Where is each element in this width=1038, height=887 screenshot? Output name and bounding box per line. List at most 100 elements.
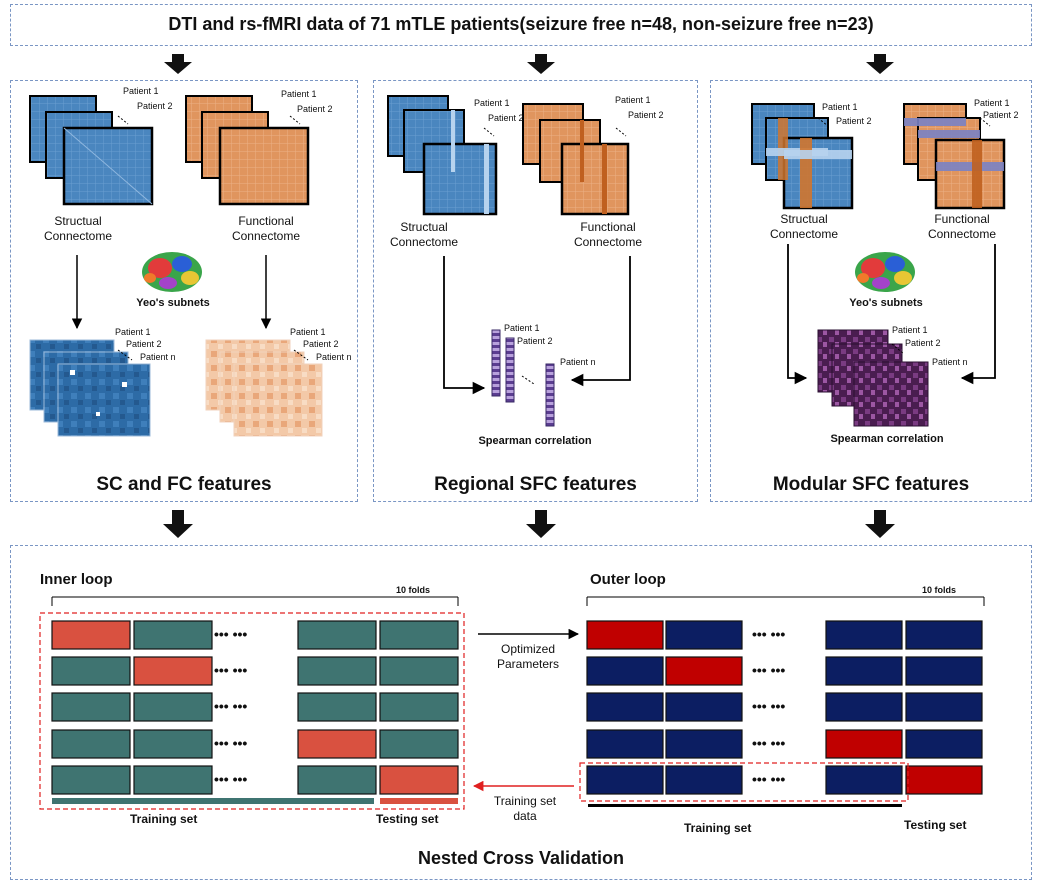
- p1-fc2-patient2-label: Patient 2: [303, 339, 339, 349]
- outer-train-fold: [905, 656, 983, 686]
- p1-patient1-label: Patient 1: [123, 86, 159, 96]
- inner-train-fold: [51, 656, 131, 686]
- panel1-fc-subnet-stack: [205, 339, 323, 437]
- inner-fold-dots: ••• •••: [214, 771, 248, 787]
- inner-train-fold: [51, 692, 131, 722]
- outer-train-fold: [586, 765, 664, 795]
- inner-train-fold: [297, 656, 377, 686]
- p1-sc-patient1-label: Patient 1: [115, 327, 151, 337]
- inner-train-fold: [379, 620, 459, 650]
- outer-folds-label: 10 folds: [922, 585, 957, 595]
- p3-structural-label: Structual Connectome: [769, 212, 839, 241]
- outer-train-fold: [905, 620, 983, 650]
- inner-train-fold: [379, 692, 459, 722]
- block-arrow-2: [527, 54, 555, 74]
- panel1-structural-stack: [29, 95, 154, 206]
- p3-patient2-label: Patient 2: [836, 116, 872, 126]
- p1-sc-patientn-label: Patient n: [140, 352, 176, 362]
- panel3-title: Modular SFC features: [772, 474, 970, 495]
- p1-fc-patient1-label: Patient 1: [281, 89, 317, 99]
- p2-vec-patient1-label: Patient 1: [504, 323, 540, 333]
- header-box: [10, 4, 1032, 46]
- outer-fold-dots: ••• •••: [752, 771, 786, 787]
- nested-cv-box: [10, 545, 1032, 880]
- outer-training-bar: [588, 804, 902, 807]
- panel2-functional-stack: [522, 103, 630, 216]
- p2-fc-patient2-label: Patient 2: [628, 110, 664, 120]
- outer-train-fold: [905, 692, 983, 722]
- p1-subnets-label: Yeo's subnets: [136, 297, 210, 309]
- panel3-functional-stack: [903, 103, 1006, 210]
- outer-loop-label: Outer loop: [590, 571, 666, 588]
- outer-training-set-label: Training set: [684, 821, 752, 835]
- training-set-data-label: Training set data: [493, 794, 557, 823]
- inner-train-fold: [379, 656, 459, 686]
- block-arrow-1: [164, 54, 192, 74]
- p3-functional-label: Functional Connectome: [927, 212, 997, 241]
- spearman-vectors: [491, 329, 555, 427]
- outer-train-fold: [586, 656, 664, 686]
- outer-test-fold: [586, 620, 664, 650]
- outer-test-fold: [825, 729, 903, 759]
- inner-train-fold: [133, 692, 213, 722]
- brain-icon-1: [142, 252, 202, 292]
- inner-train-fold: [297, 692, 377, 722]
- panel-regional-sfc: [373, 80, 698, 502]
- p1-fc-patient2-label: Patient 2: [297, 104, 333, 114]
- block-arrow-4: [163, 510, 193, 538]
- p2-fc-patient1-label: Patient 1: [615, 95, 651, 105]
- inner-train-fold: [133, 765, 213, 795]
- p2-functional-label: Functional Connectome: [573, 220, 643, 249]
- p3-fc-patient2-label: Patient 2: [983, 110, 1019, 120]
- inner-train-fold: [133, 729, 213, 759]
- inner-test-fold: [51, 620, 131, 650]
- outer-train-fold: [825, 765, 903, 795]
- outer-train-fold: [825, 656, 903, 686]
- p2-patient1-label: Patient 1: [474, 98, 510, 108]
- modular-spearman-stack: [817, 329, 929, 427]
- outer-test-fold: [905, 765, 983, 795]
- outer-train-fold: [586, 729, 664, 759]
- outer-testing-set-label: Testing set: [904, 818, 967, 832]
- outer-test-fold: [665, 656, 743, 686]
- p3-mod-patient1-label: Patient 1: [892, 325, 928, 335]
- outer-fold-dots: ••• •••: [752, 735, 786, 751]
- inner-training-set-label: Training set: [130, 812, 198, 826]
- outer-highlight: [579, 762, 909, 802]
- brain-icon-2: [855, 252, 915, 292]
- outer-train-fold: [665, 620, 743, 650]
- outer-train-fold: [665, 765, 743, 795]
- p1-fc2-patient1-label: Patient 1: [290, 327, 326, 337]
- inner-fold-dots: ••• •••: [214, 662, 248, 678]
- inner-fold-rows: [51, 620, 459, 795]
- outer-train-fold: [825, 692, 903, 722]
- p1-sc-patient2-label: Patient 2: [126, 339, 162, 349]
- inner-train-fold: [297, 620, 377, 650]
- panel1-title: SC and FC features: [96, 474, 272, 495]
- block-arrow-5: [526, 510, 556, 538]
- panel3-structural-stack: [751, 103, 854, 210]
- inner-fold-dots: ••• •••: [214, 698, 248, 714]
- outer-train-fold: [665, 729, 743, 759]
- inner-testing-set-label: Testing set: [376, 812, 439, 826]
- inner-train-fold: [133, 620, 213, 650]
- outer-train-fold: [665, 692, 743, 722]
- block-arrow-6: [865, 510, 895, 538]
- outer-fold-dots: ••• •••: [752, 626, 786, 642]
- block-arrow-3: [866, 54, 894, 74]
- panel2-title: Regional SFC features: [434, 474, 637, 495]
- panel1-functional-stack: [185, 95, 310, 206]
- inner-test-fold: [379, 765, 459, 795]
- inner-loop-highlight: [39, 612, 465, 810]
- inner-fold-dots: ••• •••: [214, 626, 248, 642]
- p2-vec-patient2-label: Patient 2: [517, 336, 553, 346]
- panel2-structural-stack: [387, 95, 498, 216]
- p3-spearman-label: Spearman correlation: [830, 433, 944, 445]
- inner-test-fold: [133, 656, 213, 686]
- outer-train-fold: [905, 729, 983, 759]
- p2-structural-label: Structual Connectome: [389, 220, 459, 249]
- inner-train-fold: [379, 729, 459, 759]
- p3-patient1-label: Patient 1: [822, 102, 858, 112]
- optimized-parameters-label: Optimized Parameters: [496, 642, 560, 671]
